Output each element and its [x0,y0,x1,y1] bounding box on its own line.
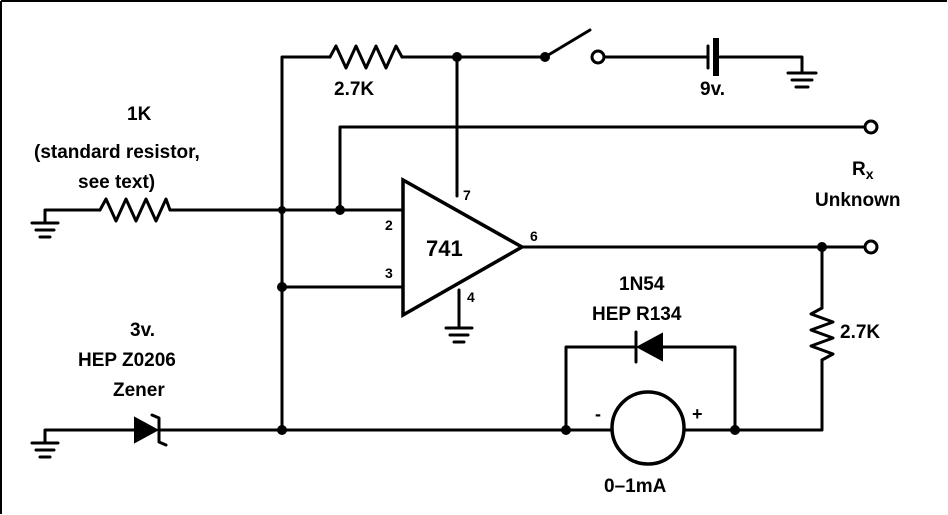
battery-9v [706,38,719,76]
zener-label-3: Zener [113,380,165,401]
junction-dot [277,282,287,292]
zener-diode [134,413,568,447]
power-switch[interactable] [540,28,606,65]
meter-icon [564,390,737,466]
rx-terminal-bottom[interactable] [863,239,879,255]
junction-dot [335,205,345,215]
resistor-1k-standard [98,197,405,223]
junction-dot [278,206,286,214]
pin-3-label: 3 [385,265,393,281]
resistor-2k7-load [733,245,835,432]
ground-icon [30,428,137,459]
junction-dot [730,425,740,435]
resistor-1k-note-2: see text) [78,172,155,193]
rx-unknown-label: Unknown [815,190,901,211]
opamp-741 [401,177,526,319]
meter-minus-label: - [595,404,601,424]
battery-label: 9v. [700,79,725,100]
zener-label-2: HEP Z0206 [78,350,176,371]
diode-label-2: HEP R134 [592,304,682,325]
zener-label-1: 3v. [130,320,155,341]
supply-rail-wires [280,55,804,432]
ground-icon [30,208,102,239]
resistor-1k-label: 1K [127,104,152,125]
resistor-2k7-load-label: 2.7K [840,322,880,343]
junction-dot [452,52,462,62]
rx-label: Rx [852,159,874,182]
ground-icon [786,71,818,89]
diode-1n54 [564,330,737,432]
resistor-1k-note-1: (standard resistor, [34,142,200,163]
diode-label-1: 1N54 [619,274,665,295]
meter-plus-label: + [692,404,703,424]
rx-top-wire [338,125,866,212]
pin-4-label: 4 [467,289,475,305]
ground-icon [444,288,474,344]
pin-2-label: 2 [385,217,393,233]
pin-7-label: 7 [463,187,471,203]
resistor-2k7-top [328,44,404,70]
pin-6-label: 6 [530,228,538,244]
junction-dot [277,425,287,435]
resistor-2k7-top-label: 2.7K [334,79,374,100]
opamp-label: 741 [426,236,463,261]
meter-range-label: 0–1mA [604,476,667,497]
rx-terminal-top[interactable] [863,119,879,135]
